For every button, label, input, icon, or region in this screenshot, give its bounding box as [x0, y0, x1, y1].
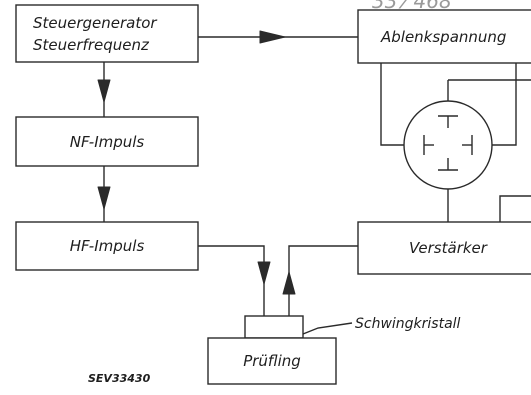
- link-ablenk-left-plate: [380, 63, 404, 146]
- block-nf-impuls-label: NF-Impuls: [70, 133, 145, 151]
- block-steuergenerator-label-2: Steuerfrequenz: [33, 36, 150, 54]
- block-verstaerker-label: Verstärker: [409, 239, 488, 257]
- block-steuergenerator: Steuergenerator Steuerfrequenz: [15, 4, 199, 63]
- block-nf-impuls: NF-Impuls: [15, 116, 199, 167]
- block-hf-impuls-label: HF-Impuls: [70, 237, 145, 255]
- block-nf-impuls-frame: [15, 116, 199, 167]
- link-verstaerker-right: [499, 195, 531, 222]
- schwingkristall-label: Schwingkristall: [355, 316, 461, 332]
- block-verstaerker-frame: [357, 221, 531, 275]
- arrow-generator-ablenk: [259, 30, 286, 44]
- arrow-generator-nf: [97, 79, 111, 103]
- link-pruefling-verstaerker: [288, 245, 358, 316]
- block-ablenkspannung: Ablenkspannung: [357, 9, 531, 64]
- link-hf-pruefling: [198, 245, 265, 316]
- link-ablenk-right-plate: [492, 63, 517, 146]
- crystal-frame: [244, 315, 304, 339]
- block-ablenkspannung-label: Ablenkspannung: [380, 28, 506, 46]
- block-hf-impuls: HF-Impuls: [15, 221, 199, 271]
- arrow-hf-pruefling: [257, 261, 271, 285]
- block-steuergenerator-label-1: Steuergenerator: [33, 14, 157, 32]
- block-pruefling-frame: [207, 337, 337, 385]
- cathode-ray-tube: [403, 80, 493, 222]
- block-steuergenerator-frame: [15, 4, 199, 63]
- schwingkristall-pointer: [302, 322, 353, 335]
- arrow-nf-hf: [97, 186, 111, 210]
- block-ablenkspannung-frame: [357, 9, 531, 64]
- block-verstaerker: Verstärker: [357, 221, 531, 275]
- arrow-pruefling-verstaerker: [282, 271, 296, 295]
- figure-id: SEV33430: [88, 372, 151, 385]
- block-pruefling: Prüfling: [207, 315, 337, 385]
- crt-envelope: [403, 100, 493, 190]
- block-pruefling-label: Prüfling: [243, 352, 301, 370]
